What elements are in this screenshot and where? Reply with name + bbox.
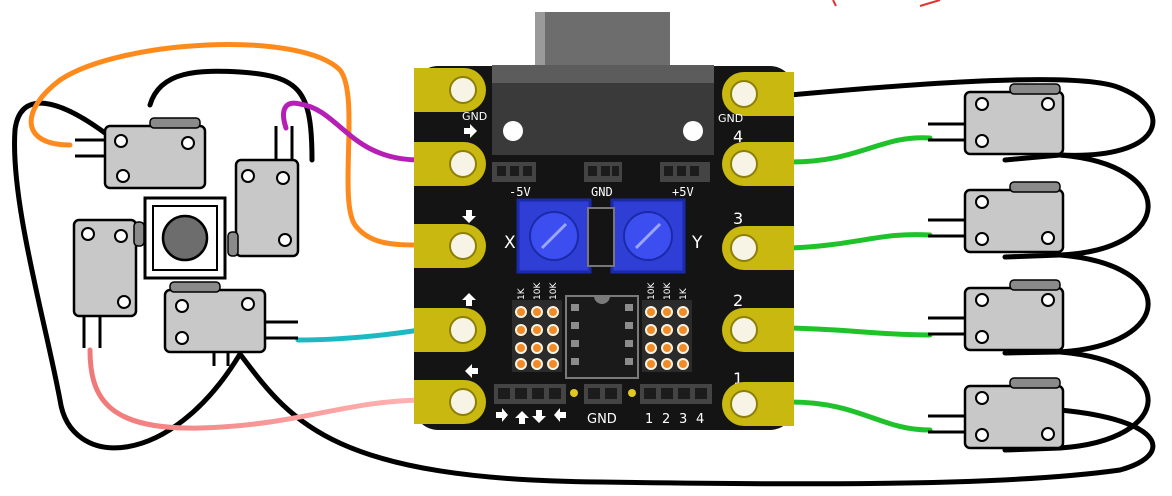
wire-black-sw-ends	[1002, 152, 1063, 453]
microswitch-vertical-center	[227, 126, 300, 258]
wires	[12, 42, 1156, 487]
arrow-up-icon	[462, 293, 476, 306]
resistor-label: 10K	[549, 282, 559, 300]
resistor-labels-left: 1K 10K 10K	[517, 282, 559, 300]
red-annotation-fragment	[832, 0, 941, 7]
pad-left-left	[414, 380, 486, 424]
microswitch-vertical-left	[72, 218, 145, 348]
wire-black-sw3	[1057, 349, 1151, 451]
left-pads: GND	[414, 68, 487, 424]
potentiometer-y	[610, 198, 686, 274]
label-pad-3: 3	[733, 209, 743, 228]
wire-black-gnd-right	[787, 77, 1156, 158]
wire-orange	[28, 42, 423, 248]
arrow-up-icon	[515, 411, 529, 424]
label-gnd-left: GND	[462, 110, 487, 123]
label-pad-4: 4	[733, 127, 743, 146]
resistor-jumpers-left	[512, 300, 562, 372]
arrow-down-icon	[532, 410, 546, 423]
resistor-labels-right: 10K 10K 1K	[647, 282, 689, 300]
pad-left-down	[414, 224, 486, 268]
label-gnd-right: GND	[718, 112, 743, 125]
bottom-arrow-icons	[496, 408, 566, 424]
resistor-label: 10K	[663, 282, 673, 300]
potentiometer-x	[516, 198, 592, 274]
wire-black-bottom-long	[237, 351, 1156, 487]
joystick-board: -5V GND +5V X Y 1K 10K 10K 10K 10K 1K	[414, 12, 794, 430]
resistor-label: 10K	[647, 282, 657, 300]
label-gnd-header: GND	[591, 185, 613, 199]
resistor-label: 10K	[533, 282, 543, 300]
ic-chip	[565, 295, 639, 379]
wire-purple	[281, 100, 423, 163]
microswitch-top-left	[75, 117, 207, 190]
right-pads: GND 4 3 2 1	[718, 72, 794, 426]
label-x: X	[504, 233, 516, 253]
header-gnd	[584, 162, 622, 182]
arrow-left-icon	[554, 408, 566, 422]
label-minus5v: -5V	[509, 185, 531, 199]
bottom-header-gnd	[584, 384, 622, 404]
pad-left-right	[414, 142, 486, 186]
pad-right-1	[722, 382, 794, 426]
label-y: Y	[691, 233, 703, 253]
pad-right-gnd	[722, 72, 794, 116]
resistor-jumpers-right	[642, 300, 692, 372]
wire-black-sw2	[1057, 252, 1151, 355]
label-pad-1: 1	[733, 369, 743, 388]
wire-black-left-loop	[12, 100, 243, 451]
microswitch-right-3	[928, 181, 1065, 254]
wire-black-top-arc	[147, 68, 315, 163]
push-button	[143, 196, 227, 280]
label-gnd-bottom: GND	[587, 412, 617, 427]
arrow-left-icon	[465, 364, 478, 378]
bottom-header-numbers	[640, 384, 712, 404]
wire-green-4	[787, 135, 933, 165]
arrow-right-icon	[496, 408, 508, 422]
pad-right-4	[722, 142, 794, 186]
pad-left-gnd	[414, 68, 486, 112]
wire-black-sw1	[1057, 152, 1151, 258]
microswitch-right-4	[928, 83, 1065, 156]
wire-green-3	[787, 232, 933, 251]
wire-green-1	[787, 399, 933, 433]
right-switches	[928, 83, 1065, 450]
arrow-down-icon	[462, 210, 476, 223]
microswitch-right-2	[928, 279, 1065, 352]
header-plus5v	[660, 162, 710, 182]
bottom-header-arrows	[494, 384, 566, 404]
pad-right-3	[722, 226, 794, 270]
header-minus5v	[492, 162, 536, 182]
bottom-number: 3	[679, 412, 687, 427]
label-plus5v: +5V	[672, 185, 694, 199]
wire-teal	[295, 327, 423, 343]
wire-pink	[87, 347, 423, 431]
arrow-right-icon	[464, 124, 477, 138]
resistor-label: 1K	[517, 287, 527, 300]
wire-green-2	[787, 325, 933, 338]
resistor-label: 1K	[679, 287, 689, 300]
mount-hole-left	[503, 121, 523, 141]
pot-gap-frame	[587, 207, 615, 267]
left-components	[72, 117, 300, 366]
bottom-number: 1	[645, 412, 653, 427]
pad-left-up	[414, 308, 486, 352]
microswitch-bottom-center	[163, 281, 298, 366]
bottom-number: 4	[696, 412, 704, 427]
connector-top	[535, 12, 670, 70]
bottom-number: 2	[662, 412, 670, 427]
pad-right-2	[722, 308, 794, 352]
microswitch-right-1	[928, 377, 1065, 450]
label-pad-2: 2	[733, 291, 743, 310]
mount-hole-right	[683, 121, 703, 141]
